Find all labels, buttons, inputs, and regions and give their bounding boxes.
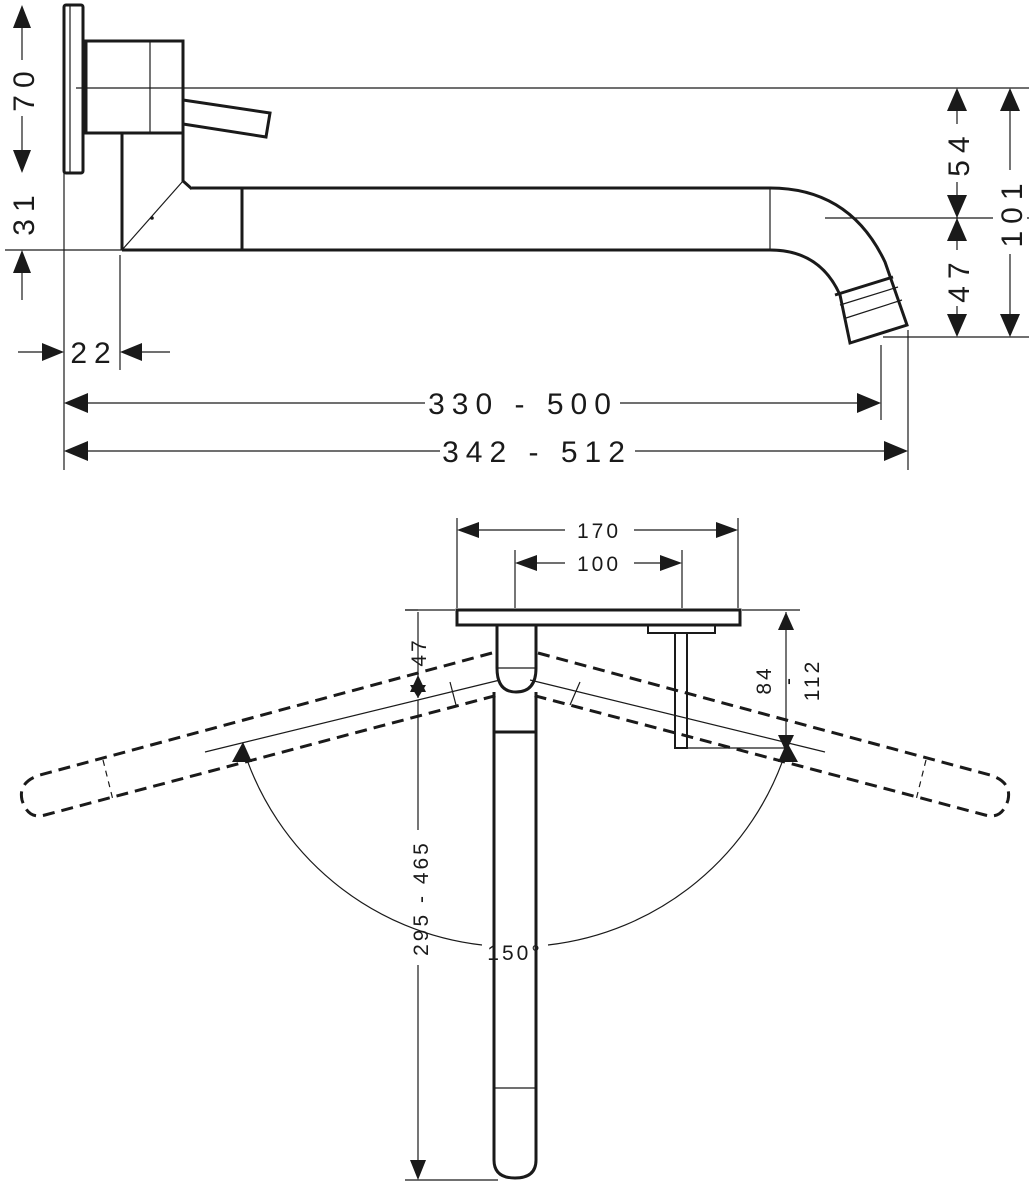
dim-height-plate: 70 [8, 64, 41, 111]
spout-swivel [495, 625, 538, 694]
dim-spout-offset: 47 [408, 637, 431, 666]
dim-lever-depth-min: 84 [753, 665, 776, 694]
side-view: 70 31 54 47 101 22 330 - 500 [5, 3, 1029, 470]
dim-projection-outer: 342 - 512 [442, 436, 632, 469]
dim-swivel-angle: 150° [487, 942, 542, 965]
wall-plate [62, 3, 85, 175]
lever-handle [182, 98, 272, 139]
spout-base [120, 133, 193, 250]
valve-body [84, 39, 185, 135]
aerator [834, 275, 894, 297]
swivel-arc [242, 747, 483, 946]
dim-total-height: 101 [996, 176, 1029, 247]
dim-upper-outlet: 54 [943, 129, 976, 176]
top-view: 170 100 150° [19, 518, 1011, 1181]
dim-lever-depth-max: 112 [801, 659, 824, 701]
dim-projection-inner: 330 - 500 [428, 388, 618, 421]
dim-wall-offset: 22 [70, 337, 117, 370]
dim-center-distance: 100 [577, 553, 621, 576]
dim-spout-height: 31 [8, 188, 41, 235]
spout-swung-left [19, 651, 499, 818]
dim-outlet-drop: 47 [943, 255, 976, 302]
top-plate [455, 608, 742, 627]
spout-swung-right [531, 651, 1011, 818]
spout-top [492, 692, 538, 1180]
dim-plate-width: 170 [577, 520, 621, 543]
dim-reach: 295 - 465 [410, 840, 433, 956]
spout [122, 186, 909, 345]
dim-lever-dash: - [777, 675, 800, 685]
